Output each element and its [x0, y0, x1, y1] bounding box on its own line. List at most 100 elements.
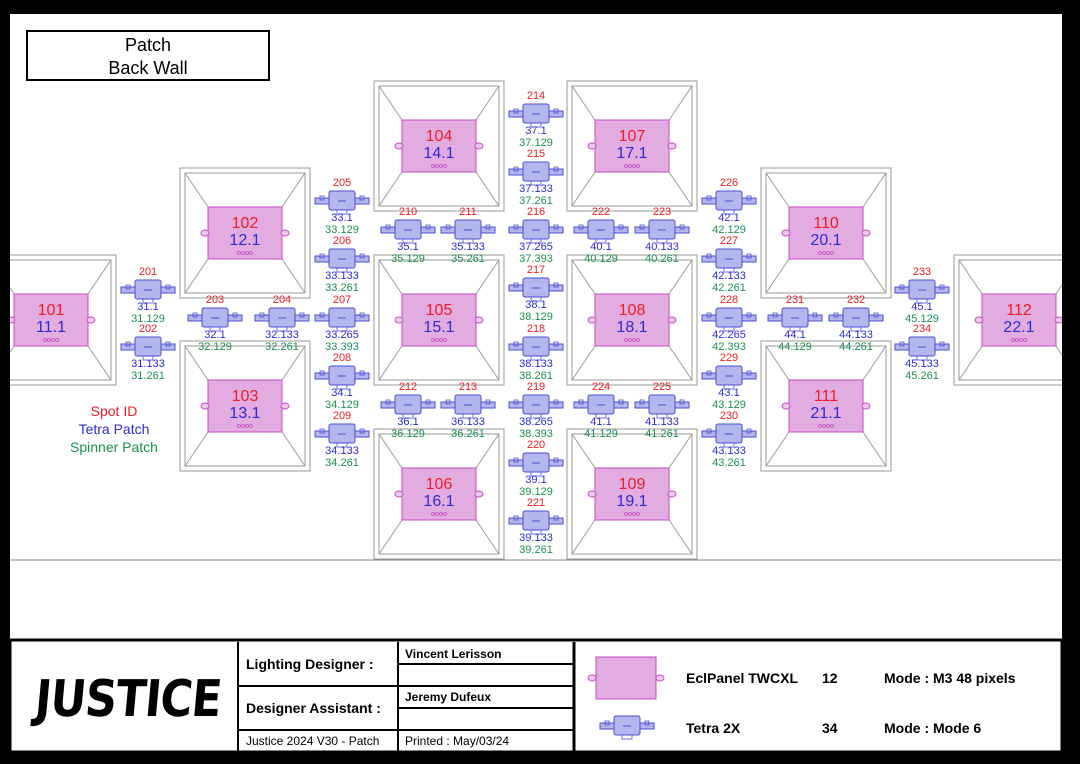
tetra-patch-214: 37.1	[525, 125, 547, 137]
tetra-fixture-221[interactable]	[508, 510, 564, 535]
panel-fixture-102[interactable]	[200, 206, 290, 260]
tetra-spot-id-205: 205	[332, 177, 352, 189]
tetra-patch-215: 37.133	[519, 183, 553, 195]
tetra-spot-id-209: 209	[332, 410, 352, 422]
tetra-fixture-214[interactable]	[508, 103, 564, 128]
tetra-spot-id-211: 211	[459, 206, 477, 218]
tetra-fixture-226[interactable]	[701, 190, 757, 215]
tetra-spot-id-224: 224	[591, 381, 611, 393]
tetra-patch-218: 38.133	[519, 358, 553, 370]
panels-layer	[7, 119, 1063, 521]
tetra-patch-201: 31.1	[137, 301, 159, 313]
tetra-spot-id-226: 226	[719, 177, 739, 189]
panel-fixture-107[interactable]	[587, 119, 677, 173]
tetra-spinner-207: 33.393	[325, 341, 359, 353]
tetra-spinner-208: 34.129	[325, 399, 359, 411]
tetra-fixture-208[interactable]	[314, 365, 370, 390]
tetra-spot-id-230: 230	[719, 410, 739, 422]
panel-patch-110: 20.1	[810, 232, 842, 249]
tetra-fixture-201[interactable]	[120, 279, 176, 304]
tetra-fixture-230[interactable]	[701, 423, 757, 448]
tetra-fixture-232[interactable]	[828, 307, 884, 332]
tetra-fixture-219[interactable]	[508, 394, 564, 419]
tetra-fixture-229[interactable]	[701, 365, 757, 390]
tetra-fixture-217[interactable]	[508, 277, 564, 302]
tetra-fixture-215[interactable]	[508, 161, 564, 186]
tetra-fixture-213[interactable]	[440, 394, 496, 419]
legend-panel-count: 12	[822, 670, 838, 686]
tetra-fixture-202[interactable]	[120, 336, 176, 361]
tetra-patch-219: 38.265	[519, 416, 553, 428]
tetra-fixture-204[interactable]	[254, 307, 310, 332]
tetra-fixture-218[interactable]	[508, 336, 564, 361]
tetra-fixture-216[interactable]	[508, 219, 564, 244]
tetra-spot-id-210: 210	[398, 206, 418, 218]
panel-fixture-111[interactable]	[781, 379, 871, 433]
panel-fixture-109[interactable]	[587, 467, 677, 521]
tetra-fixture-231[interactable]	[767, 307, 823, 332]
tetra-spinner-229: 43.129	[712, 399, 746, 411]
tetra-patch-211: 35.133	[451, 241, 485, 253]
tetra-patch-204: 32.133	[265, 329, 299, 341]
tetra-spot-id-225: 225	[652, 381, 672, 393]
tetra-spinner-226: 42.129	[712, 224, 746, 236]
tetra-fixture-228[interactable]	[701, 307, 757, 332]
panel-fixture-104[interactable]	[394, 119, 484, 173]
tetra-fixture-227[interactable]	[701, 248, 757, 273]
tetra-fixture-207[interactable]	[314, 307, 370, 332]
panel-fixture-101[interactable]	[7, 293, 96, 347]
tetra-patch-225: 41.133	[645, 416, 679, 428]
tetra-spot-id-227: 227	[719, 235, 739, 247]
tetra-patch-213: 36.133	[451, 416, 485, 428]
panel-spot-id-111: 111	[813, 388, 839, 405]
tetra-fixture-205[interactable]	[314, 190, 370, 215]
legend-tetra-icon	[599, 715, 655, 740]
tetra-spinner-205: 33.129	[325, 224, 359, 236]
panel-patch-104: 14.1	[423, 145, 455, 162]
panel-fixture-105[interactable]	[394, 293, 484, 347]
tetra-patch-227: 42.133	[712, 270, 746, 282]
tetra-fixture-225[interactable]	[634, 394, 690, 419]
tetra-spot-id-232: 232	[846, 294, 866, 306]
tetra-fixture-234[interactable]	[894, 336, 950, 361]
tetra-fixture-223[interactable]	[634, 219, 690, 244]
tetra-patch-206: 33.133	[325, 270, 359, 282]
panel-fixture-110[interactable]	[781, 206, 871, 260]
legend-spinner-patch: Spinner Patch	[70, 439, 158, 455]
tetra-fixture-210[interactable]	[380, 219, 436, 244]
tetra-patch-216: 37.265	[519, 241, 553, 253]
tetra-spot-id-231: 231	[785, 294, 805, 306]
panel-fixture-106[interactable]	[394, 467, 484, 521]
tetra-fixture-220[interactable]	[508, 452, 564, 477]
tetra-patch-208: 34.1	[331, 387, 353, 399]
tetra-spot-id-234: 234	[912, 323, 932, 335]
legend-tetra-mode: Mode : Mode 6	[884, 720, 982, 736]
tetra-spinner-215: 37.261	[519, 195, 553, 207]
panel-fixture-103[interactable]	[200, 379, 290, 433]
tetra-fixture-206[interactable]	[314, 248, 370, 273]
panel-fixture-112[interactable]	[974, 293, 1063, 347]
tetra-patch-220: 39.1	[525, 474, 547, 486]
tetra-spinner-218: 38.261	[519, 370, 553, 382]
panel-patch-109: 19.1	[616, 493, 648, 510]
tetra-fixture-203[interactable]	[187, 307, 243, 332]
tetra-spinner-216: 37.393	[519, 253, 553, 265]
tetra-spinner-220: 39.129	[519, 486, 553, 498]
legend-tetra-shape[interactable]	[599, 715, 655, 740]
tetra-patch-205: 33.1	[331, 212, 353, 224]
tetra-fixture-209[interactable]	[314, 423, 370, 448]
tetra-spot-id-207: 207	[332, 294, 352, 306]
panel-patch-108: 18.1	[616, 319, 648, 336]
tetra-spinner-225: 41.261	[645, 428, 679, 440]
title-line-2: Back Wall	[108, 58, 188, 78]
tetra-fixture-224[interactable]	[573, 394, 629, 419]
tetra-fixture-212[interactable]	[380, 394, 436, 419]
panel-fixture-108[interactable]	[587, 293, 677, 347]
tetra-fixture-222[interactable]	[573, 219, 629, 244]
printed-date: Printed : May/03/24	[405, 734, 510, 748]
panel-patch-106: 16.1	[423, 493, 455, 510]
tetra-spot-id-203: 203	[205, 294, 225, 306]
designer-assistant-name: Jeremy Dufeux	[405, 690, 492, 704]
tetra-fixture-233[interactable]	[894, 279, 950, 304]
tetra-fixture-211[interactable]	[440, 219, 496, 244]
